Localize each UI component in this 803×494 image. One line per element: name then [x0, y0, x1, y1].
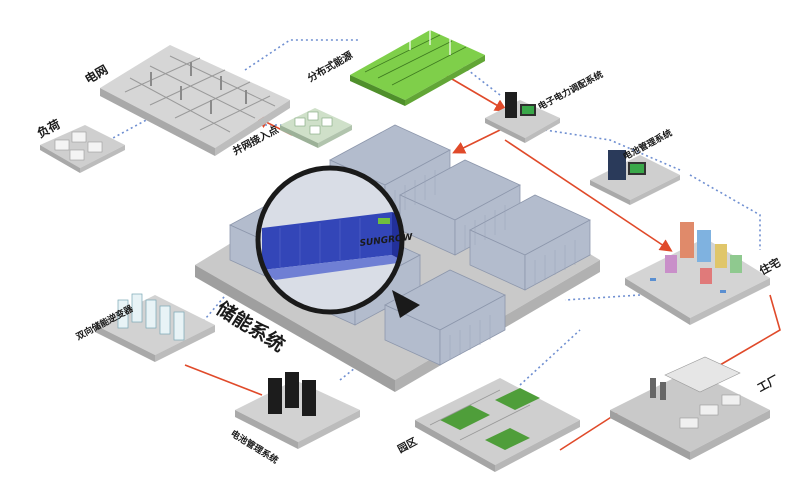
- link-residential-factory-red: [719, 294, 781, 366]
- link-dispatch-storage-red: [452, 129, 501, 154]
- power-dispatch-tile: [485, 92, 560, 143]
- grid-connection-point-tile: [280, 108, 352, 148]
- link-dispatch-bms: [544, 129, 681, 171]
- residential-tile: [625, 222, 770, 325]
- link-converter-bms-red: [184, 364, 263, 396]
- magnifier-lens: SUNGROW: [255, 165, 420, 318]
- link-grid-distributed: [244, 39, 360, 71]
- bms-top-label: 电池管理系统: [621, 127, 674, 163]
- park-label: 园区: [396, 436, 419, 456]
- wind-turbines: [401, 18, 459, 55]
- factory-tile: [610, 356, 770, 460]
- link-dispatch-residential-red: [504, 139, 673, 252]
- power-grid-tile: [100, 45, 290, 156]
- residential-label: 住宅: [757, 255, 783, 278]
- link-bms-residential: [689, 174, 761, 250]
- bidirectional-converter-tile: [95, 293, 215, 362]
- factory-label: 工厂: [755, 373, 781, 395]
- load-tile: [40, 125, 125, 173]
- link-park-storage: [519, 329, 581, 386]
- bms-top-tile: [590, 150, 680, 205]
- highlight-container: [262, 212, 392, 270]
- park-tile: [415, 378, 580, 472]
- link-residential-storage: [564, 294, 641, 301]
- power-dispatch-label: 电子电力调配系统: [536, 68, 605, 112]
- distributed-energy-label: 分布式能源: [305, 48, 355, 84]
- distributed-energy-tile: [350, 18, 485, 106]
- power-grid-label: 电网: [82, 62, 110, 87]
- bms-bottom-tile: [235, 372, 360, 449]
